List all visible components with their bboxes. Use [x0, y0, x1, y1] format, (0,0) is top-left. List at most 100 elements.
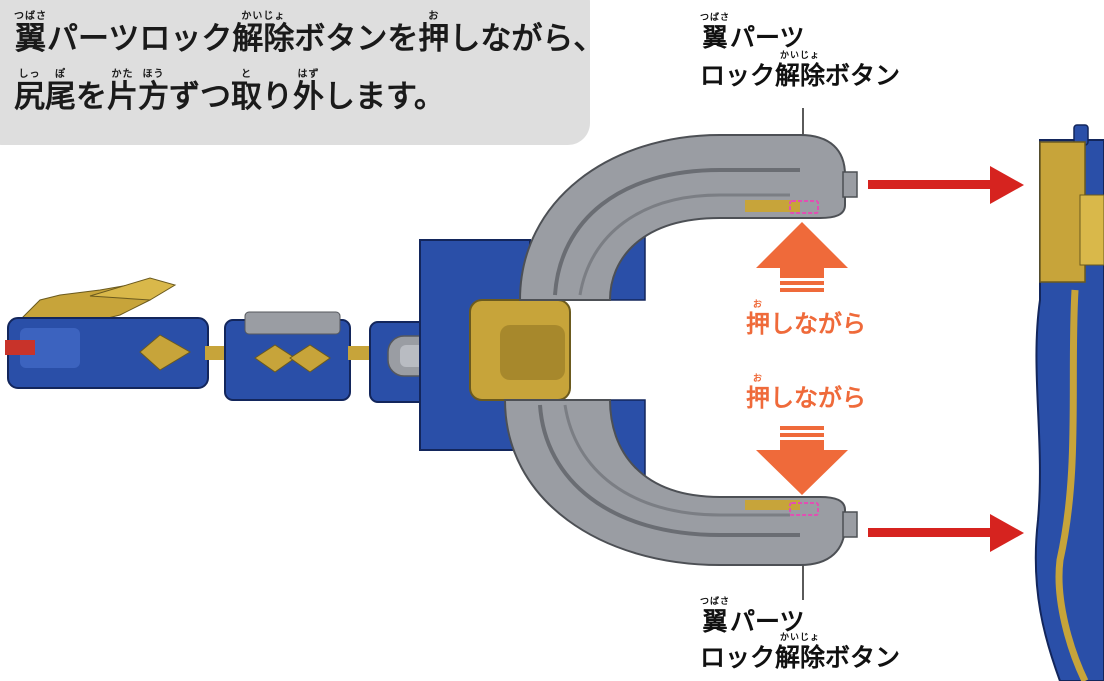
base-text: 片	[107, 79, 138, 115]
furigana: お	[752, 374, 763, 384]
text-segment: り	[262, 70, 293, 113]
base-text: ボタンを	[294, 21, 419, 57]
base-text: 方	[138, 79, 169, 115]
base-text: ボタン	[825, 643, 901, 672]
base-text: 押	[746, 310, 770, 338]
furigana: と	[241, 69, 252, 80]
furigana: お	[752, 300, 763, 310]
tail-head-part	[5, 277, 209, 389]
press-label-top: お押しながら	[746, 300, 866, 338]
label-top-line-1: つばさ翼パーツ	[700, 13, 900, 52]
label-top-line-2: ロックかいじょ解除ボタン	[700, 51, 900, 90]
text-segment: しながら	[770, 375, 866, 410]
furigana: ぽ	[55, 69, 66, 80]
base-text: パーツ	[730, 23, 805, 52]
furigana: はず	[297, 69, 320, 80]
base-text: 押	[418, 21, 450, 57]
text-segment: しっ尻	[14, 70, 45, 113]
text-segment: ロック	[700, 634, 775, 670]
text-segment: かいじょ解除	[232, 12, 294, 55]
furigana: つばさ	[700, 597, 731, 607]
base-text: ボタン	[825, 61, 901, 90]
text-segment: を	[76, 70, 107, 113]
instruction-line-2: しっ尻ぽ尾をかた片ほう方ずつと取りはず外します。	[14, 70, 445, 113]
wing-lower	[503, 399, 858, 566]
text-segment: しながら、	[449, 12, 604, 55]
text-segment: パーツ	[730, 14, 805, 50]
base-text: 解除	[232, 21, 295, 57]
furigana: つばさ	[14, 11, 47, 22]
text-segment: お押	[746, 374, 770, 412]
base-text: 翼	[702, 23, 728, 52]
base-text: ロック	[700, 643, 776, 672]
base-text: しながら、	[449, 21, 605, 57]
text-segment: ロック	[700, 52, 775, 88]
wing-upper	[518, 134, 858, 301]
tail-connector-1	[205, 346, 229, 360]
furigana: かいじょ	[780, 51, 821, 61]
furigana: つばさ	[700, 13, 731, 23]
base-text: 解除	[775, 61, 826, 90]
text-segment: ほう方	[138, 70, 169, 113]
base-text: 尾	[45, 79, 76, 115]
base-text: パーツ	[730, 607, 805, 636]
text-segment: かいじょ解除	[775, 633, 826, 672]
wing-lock-release-label-bottom: つばさ翼パーツ ロックかいじょ解除ボタン	[700, 597, 900, 672]
furigana: かた	[111, 69, 134, 80]
furigana: お	[428, 11, 440, 22]
wing-lock-button-top	[789, 200, 819, 214]
text-segment: つばさ翼	[700, 13, 731, 52]
furigana: しっ	[18, 69, 41, 80]
tail-mid-part	[224, 311, 351, 401]
base-text: 外	[293, 79, 324, 115]
text-segment: つばさ翼	[700, 597, 731, 636]
base-text: しながら	[770, 310, 866, 338]
base-text: ロック	[700, 61, 776, 90]
base-text: を	[76, 79, 107, 115]
text-segment: パーツ	[730, 598, 805, 634]
detached-tail-piece	[1034, 124, 1104, 681]
base-text: します。	[324, 79, 445, 115]
text-segment: ボタン	[825, 634, 900, 670]
wing-lock-button-bottom	[789, 502, 819, 516]
furigana: かいじょ	[241, 11, 286, 22]
text-segment: します。	[324, 70, 445, 113]
text-segment: ボタンを	[294, 12, 418, 55]
text-segment: パーツロック	[47, 12, 232, 55]
text-segment: かた片	[107, 70, 138, 113]
instruction-box	[0, 0, 590, 145]
text-segment: ボタン	[825, 52, 900, 88]
label-bottom-line-1: つばさ翼パーツ	[700, 597, 900, 636]
label-bottom-line-2: ロックかいじょ解除ボタン	[700, 633, 900, 672]
base-text: 尻	[14, 79, 45, 115]
remove-arrow-bottom	[868, 514, 1024, 552]
text-segment: かいじょ解除	[775, 51, 826, 90]
wing-lock-release-label-top: つばさ翼パーツ ロックかいじょ解除ボタン	[700, 13, 900, 90]
remove-arrow-top	[868, 166, 1024, 204]
base-text: 翼	[702, 607, 728, 636]
text-segment: と取	[231, 70, 262, 113]
text-segment: お押	[746, 300, 770, 338]
base-text: 翼	[15, 21, 46, 57]
base-text: パーツロック	[47, 21, 233, 57]
base-text: しながら	[770, 384, 866, 412]
base-text: 取	[231, 79, 262, 115]
text-segment: しながら	[770, 301, 866, 336]
text-segment: お押	[418, 12, 449, 55]
press-label-bottom: お押しながら	[746, 374, 866, 412]
press-arrow-down	[756, 426, 848, 495]
furigana: かいじょ	[780, 633, 821, 643]
press-arrow-up	[756, 222, 848, 292]
furigana: ほう	[142, 69, 165, 80]
text-segment: ずつ	[169, 70, 231, 113]
text-segment: つばさ翼	[14, 12, 47, 55]
base-text: り	[262, 79, 293, 115]
text-segment: はず外	[293, 70, 324, 113]
tail-connector-2	[348, 346, 374, 360]
base-text: ずつ	[169, 79, 231, 115]
instruction-line-1: つばさ翼パーツロックかいじょ解除ボタンをお押しながら、	[14, 12, 604, 55]
base-text: 押	[746, 384, 770, 412]
base-text: 解除	[775, 643, 826, 672]
text-segment: ぽ尾	[45, 70, 76, 113]
